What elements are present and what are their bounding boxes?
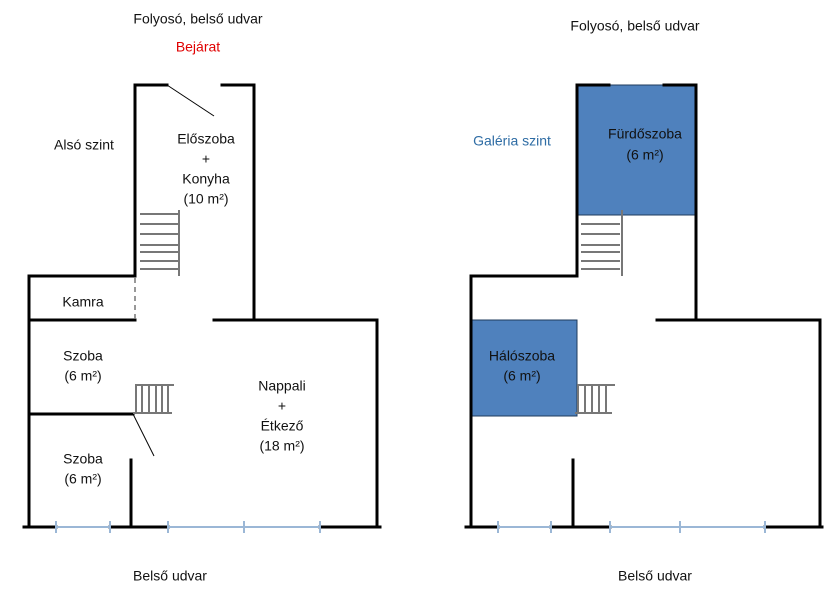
bedroom-label: Hálószoba [489, 348, 555, 364]
gallery-level-plan: Folyosó, belső udvar Galéria szint Fürdő… [464, 18, 824, 584]
bathroom-label: Fürdőszoba [608, 126, 682, 142]
bedroom-area-text: (6 m²) [503, 368, 540, 384]
hall-label: Előszoba [177, 131, 235, 147]
gallery-level-label: Galéria szint [473, 133, 551, 149]
living-area: (18 m²) [259, 438, 304, 454]
room1-label: Szoba [63, 348, 103, 364]
room1-area: (6 m²) [64, 368, 101, 384]
entrance-door-swing [166, 84, 215, 117]
gallery-walls [464, 83, 824, 529]
lower-level-plan: Folyosó, belső udvar Bejárat Alsó szint [22, 11, 382, 584]
hall-plus: + [202, 151, 210, 167]
stairs-upper-lower [140, 210, 180, 276]
lower-walls [22, 83, 382, 529]
lower-level-label: Alsó szint [54, 137, 114, 153]
lower-bottom-label: Belső udvar [133, 568, 207, 584]
entrance-label: Bejárat [176, 39, 220, 55]
room2-area: (6 m²) [64, 471, 101, 487]
room-door-swing [132, 413, 155, 457]
dining-label: Étkező [261, 418, 304, 434]
windows-lower [55, 521, 321, 533]
living-label: Nappali [258, 378, 305, 394]
bathroom-area-text: (6 m²) [626, 147, 663, 163]
pantry-label: Kamra [62, 294, 103, 310]
bedroom-area [470, 319, 578, 417]
room2-label: Szoba [63, 451, 103, 467]
stairs-lower-gallery [575, 384, 615, 414]
lower-top-label: Folyosó, belső udvar [133, 11, 263, 27]
gallery-bottom-label: Belső udvar [618, 568, 692, 584]
stairs-lower-lower [133, 384, 174, 414]
living-plus: + [278, 398, 286, 414]
stairs-upper-gallery [581, 210, 623, 276]
gallery-top-label: Folyosó, belső udvar [570, 18, 700, 34]
hall-area: (10 m²) [183, 191, 228, 207]
kitchen-label: Konyha [182, 171, 230, 187]
windows-gallery [497, 521, 766, 533]
